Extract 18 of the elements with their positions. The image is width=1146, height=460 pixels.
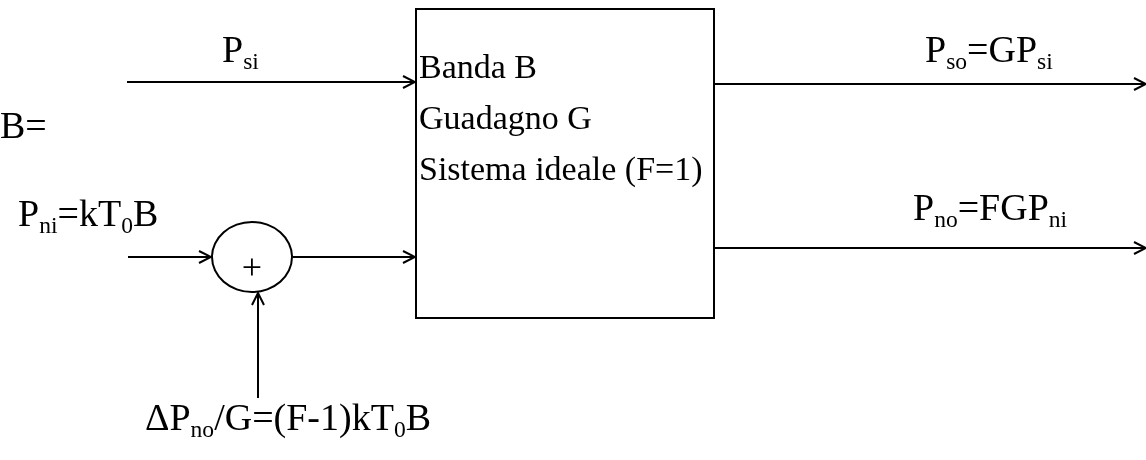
arrow <box>292 250 416 264</box>
edge-label: P$_{no}$=FGP$_{ni}$ <box>913 188 1068 232</box>
arrow <box>251 292 265 399</box>
summing-junction <box>211 221 293 293</box>
block-text: Banda B <box>419 50 538 84</box>
arrow <box>714 241 1146 255</box>
formula-text: B= <box>0 106 47 144</box>
arrow <box>127 250 212 264</box>
block-text: Guadagno G <box>419 101 592 135</box>
formula-text: ΔP$_{no}$/G=(F-1)kT$_{0}$B <box>145 398 431 442</box>
edge-label: P$_{si}$ <box>222 30 259 74</box>
system-block <box>415 8 715 319</box>
arrow <box>714 77 1146 91</box>
edge-label: P$_{so}$=GP$_{si}$ <box>925 30 1053 74</box>
block-text: Sistema ideale (F=1) <box>419 152 703 186</box>
edge-label: P$_{ni}$=kT$_{0}$B <box>18 194 159 238</box>
plus-sign: + <box>240 249 264 285</box>
arrow <box>126 75 416 89</box>
